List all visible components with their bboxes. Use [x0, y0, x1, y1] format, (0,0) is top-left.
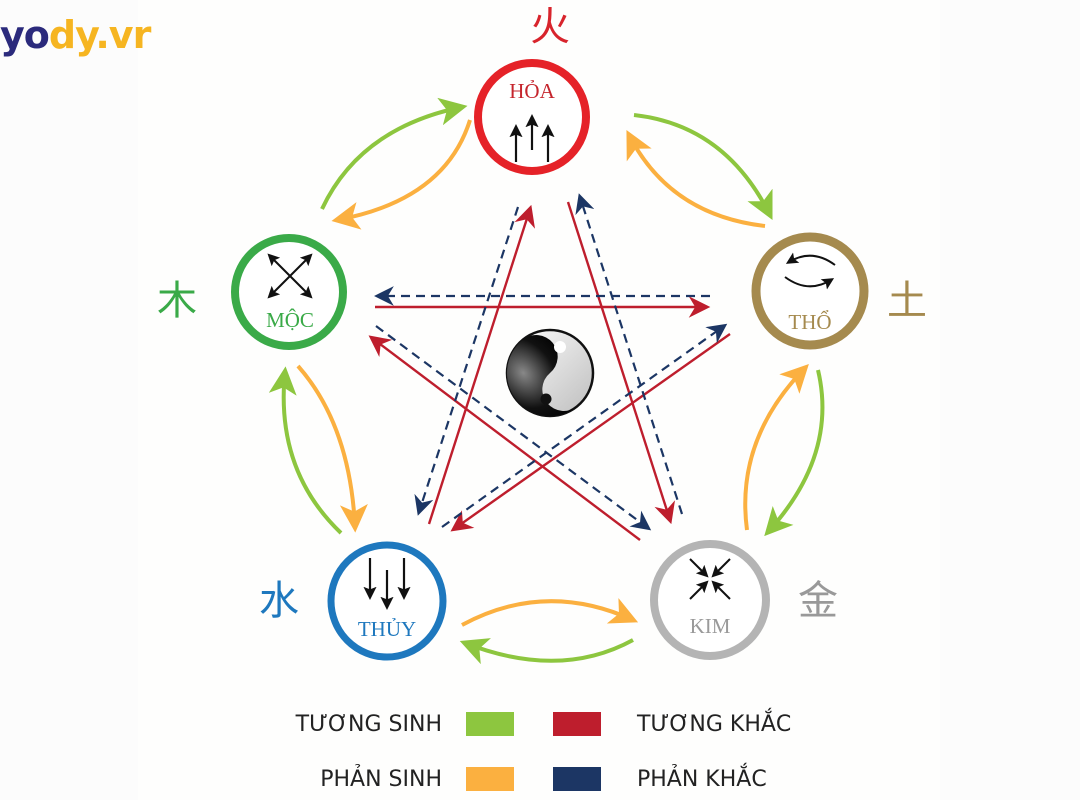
legend-swatch	[466, 712, 514, 736]
arrow-thuy-to-kim	[461, 597, 639, 627]
element-kim: KIM 金	[650, 540, 838, 660]
arrow-tho-to-thuy	[450, 333, 731, 532]
legend-swatch	[553, 712, 601, 736]
arrow-moc-to-hoa	[320, 97, 468, 210]
three-up-arrows-icon	[509, 114, 555, 162]
arrow-thuy-to-tho	[441, 323, 728, 528]
tho-hanzi: 土	[887, 278, 927, 324]
arrow-hoa-to-thuy	[414, 206, 520, 516]
legend-swatch	[553, 767, 601, 791]
element-tho: THỔ 土	[751, 232, 927, 350]
arrow-kim-to-hoa	[575, 193, 684, 515]
legend-item-phan-khac: PHẢN KHẮC	[553, 763, 767, 792]
legend-label: PHẢN KHẮC	[637, 763, 767, 792]
arrow-hoa-to-moc	[331, 119, 472, 230]
moc-label: MỘC	[266, 308, 314, 332]
legend-swatch	[466, 767, 514, 791]
thuy-hanzi: 水	[259, 578, 299, 624]
moc-hanzi: 木	[157, 278, 197, 324]
arrow-hoa-to-kim	[566, 201, 676, 525]
yin-yang-icon	[505, 328, 595, 418]
arrow-thuy-to-hoa	[427, 204, 536, 525]
logo-part-primary: yo	[0, 13, 50, 57]
element-thuy: THỦY 水	[259, 541, 447, 661]
yody-logo: yody.vr	[0, 13, 151, 57]
legend-label: PHẢN SINH	[320, 765, 442, 792]
legend-label: TƯƠNG KHẮC	[636, 708, 791, 737]
tuong-khac-arrows	[368, 201, 731, 541]
tuong-sinh-arrows	[268, 97, 825, 665]
legend-item-tuong-khac: TƯƠNG KHẮC	[553, 708, 791, 737]
element-moc: MỘC 木	[157, 234, 347, 350]
tho-label: THỔ	[788, 310, 831, 334]
cycle-arrows-icon	[784, 252, 836, 290]
legend: TƯƠNG SINH PHẢN SINH TƯƠNG KHẮC PHẢN KHẮ…	[295, 708, 792, 792]
phan-khac-arrows	[374, 193, 728, 531]
arrow-thuy-to-moc	[268, 366, 343, 535]
legend-label: TƯƠNG SINH	[295, 712, 442, 737]
arrow-tho-to-kim	[764, 369, 825, 537]
kim-hanzi: 金	[798, 578, 838, 624]
arrow-kim-to-moc	[368, 335, 641, 541]
phan-sinh-arrows	[296, 119, 809, 627]
arrow-kim-to-tho	[743, 363, 809, 531]
arrow-moc-to-kim	[375, 325, 652, 531]
legend-item-phan-sinh: PHẢN SINH	[320, 765, 514, 792]
arrow-hoa-to-tho	[633, 113, 773, 221]
arrow-tho-to-hoa	[626, 130, 766, 228]
hoa-label: HỎA	[509, 79, 555, 103]
three-down-arrows-icon	[363, 558, 411, 610]
arrow-moc-to-thuy	[296, 364, 368, 533]
hoa-hanzi: 火	[530, 4, 570, 50]
element-hoa: HỎA 火	[474, 4, 590, 175]
arrow-kim-to-thuy	[459, 638, 634, 665]
four-diagonal-inward-arrows-icon	[689, 558, 731, 600]
four-diagonal-outward-arrows-icon	[267, 253, 313, 299]
thuy-label: THỦY	[358, 617, 416, 641]
legend-item-tuong-sinh: TƯƠNG SINH	[295, 712, 514, 737]
logo-part-accent: dy.vr	[48, 13, 151, 57]
kim-label: KIM	[690, 614, 731, 638]
